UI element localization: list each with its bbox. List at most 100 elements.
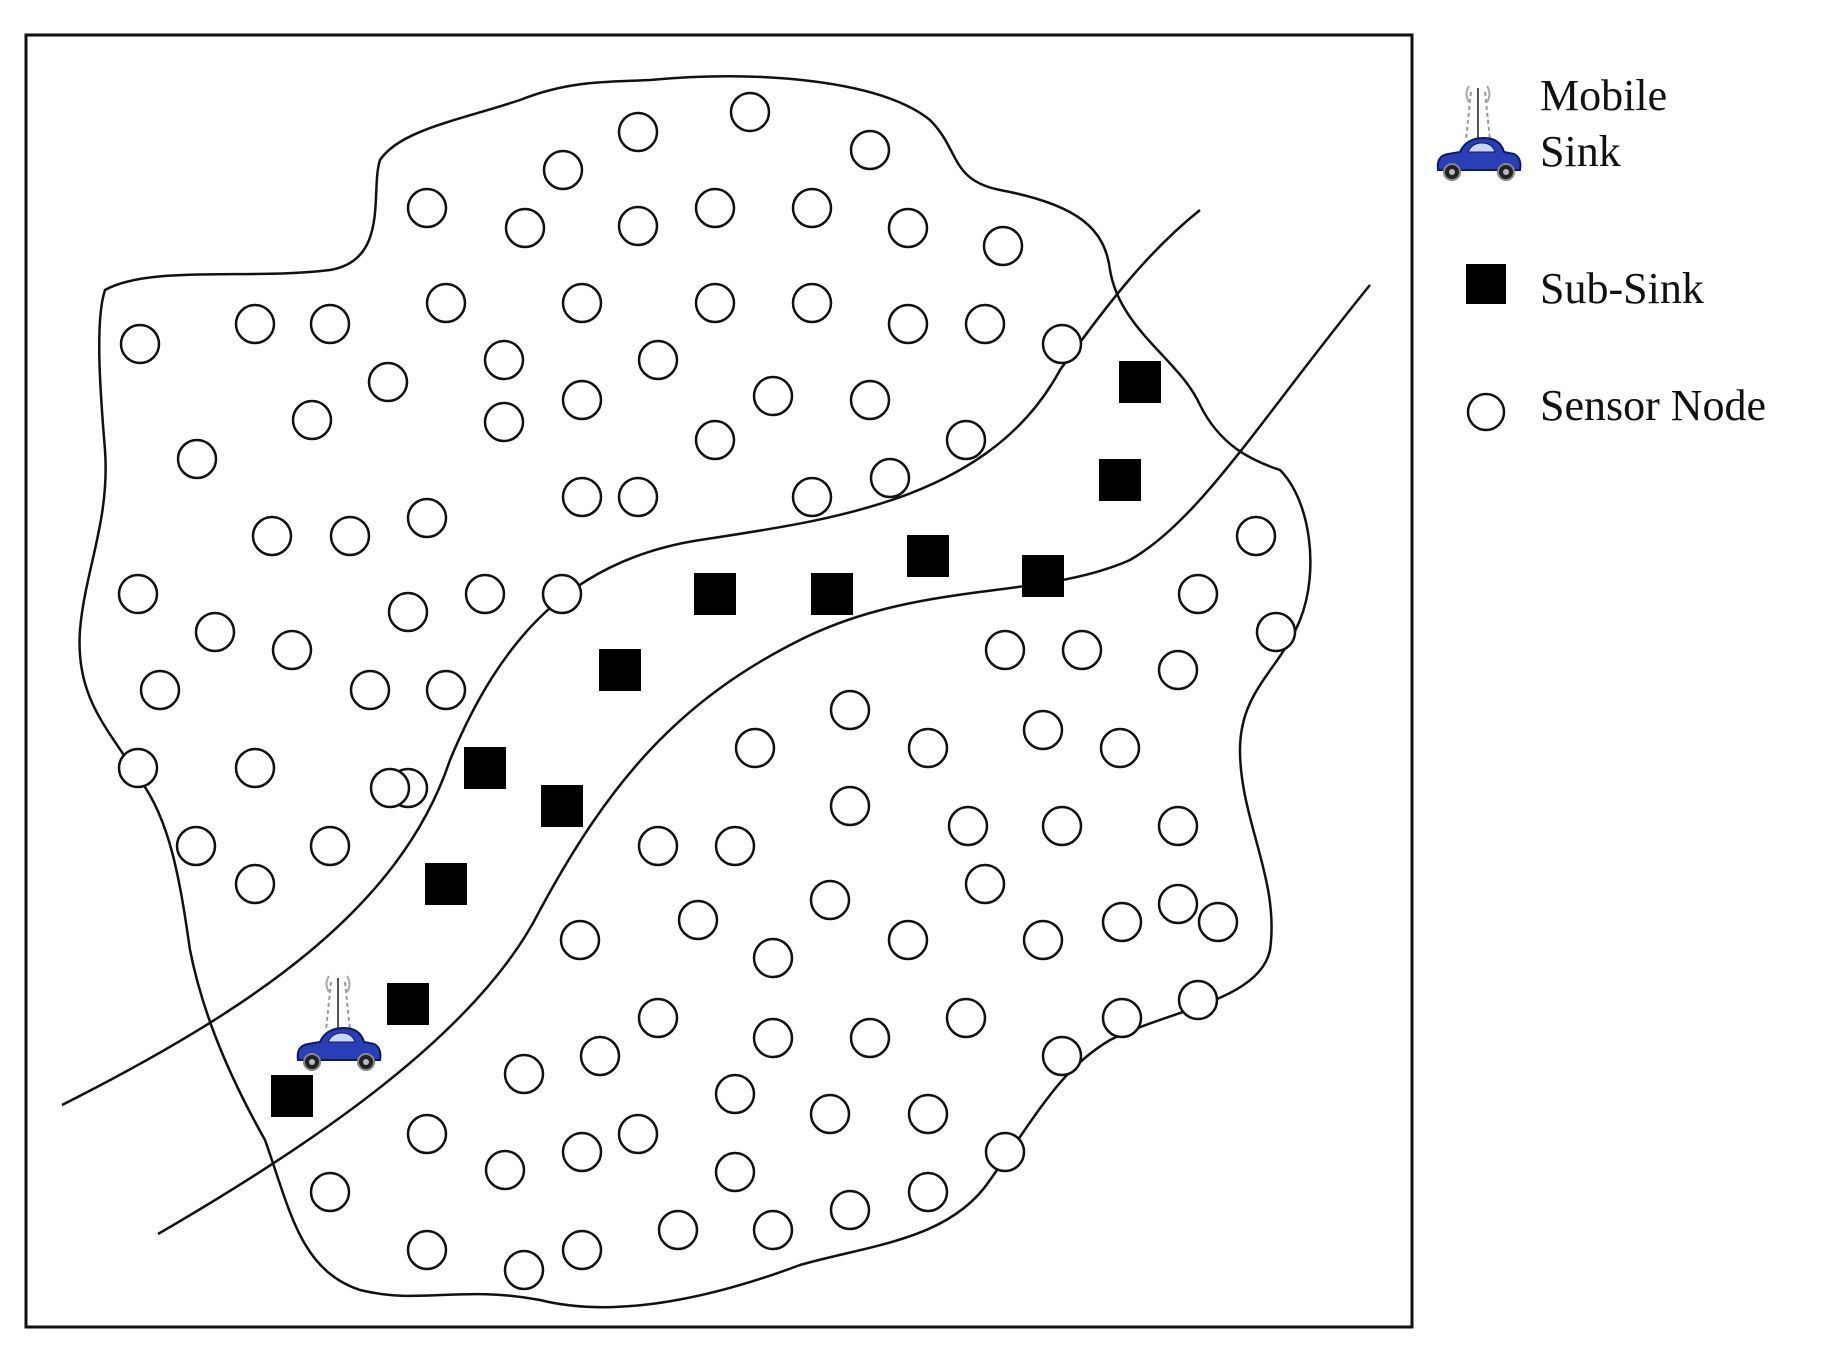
sensor-node bbox=[869, 457, 911, 499]
sensor-node bbox=[309, 1171, 351, 1213]
sub-sink bbox=[1022, 555, 1064, 597]
sensor-node bbox=[849, 379, 891, 421]
sensor-node bbox=[349, 669, 391, 711]
sub-sink bbox=[694, 573, 736, 615]
sensor-node bbox=[1177, 979, 1219, 1021]
sensor-node bbox=[1041, 1035, 1083, 1077]
sensor-node bbox=[752, 1017, 794, 1059]
sensor-node bbox=[309, 825, 351, 867]
sub-sink bbox=[271, 1075, 313, 1117]
sensor-node bbox=[1099, 727, 1141, 769]
sensor-node bbox=[907, 727, 949, 769]
sensor-node bbox=[251, 515, 293, 557]
sensor-node bbox=[791, 187, 833, 229]
sensor-node bbox=[1061, 629, 1103, 671]
legend-sensor-node-symbol bbox=[1466, 392, 1506, 432]
sensor-node bbox=[734, 727, 776, 769]
sensor-node bbox=[1022, 919, 1064, 961]
sensor-node bbox=[234, 303, 276, 345]
legend-sub-sink-label: Sub-Sink bbox=[1540, 264, 1704, 313]
sensor-node bbox=[541, 573, 583, 615]
sensor-node bbox=[829, 785, 871, 827]
sensor-node bbox=[425, 282, 467, 324]
sensor-node bbox=[369, 767, 411, 809]
sub-sinks bbox=[271, 361, 1161, 1117]
sensor-node bbox=[503, 1053, 545, 1095]
sensor-node bbox=[406, 1229, 448, 1271]
legend-mobile-sink-symbol bbox=[1436, 85, 1522, 181]
sensor-node bbox=[1101, 901, 1143, 943]
sensor-node bbox=[309, 303, 351, 345]
sensor-node bbox=[791, 476, 833, 518]
sensor-node bbox=[729, 91, 771, 133]
sensor-node bbox=[483, 401, 525, 443]
sensor-node bbox=[637, 997, 679, 1039]
sub-sink bbox=[464, 747, 506, 789]
sensor-node bbox=[175, 825, 217, 867]
sensor-node bbox=[984, 1131, 1026, 1173]
sensor-node bbox=[945, 997, 987, 1039]
mobile-sink bbox=[296, 975, 382, 1071]
sensor-node bbox=[887, 303, 929, 345]
sensor-node bbox=[271, 629, 313, 671]
sensor-node bbox=[617, 111, 659, 153]
sub-sink bbox=[425, 863, 467, 905]
sensor-node bbox=[849, 1017, 891, 1059]
sensor-node bbox=[1177, 573, 1219, 615]
sub-sink bbox=[541, 785, 583, 827]
sensor-node bbox=[561, 1131, 603, 1173]
sensor-node bbox=[561, 379, 603, 421]
sensor-node bbox=[367, 361, 409, 403]
sensor-node bbox=[119, 323, 161, 365]
sensor-node bbox=[617, 476, 659, 518]
sensor-node bbox=[117, 747, 159, 789]
sensor-node bbox=[809, 1093, 851, 1135]
sensor-node bbox=[425, 669, 467, 711]
sensor-node bbox=[483, 339, 525, 381]
car-icon bbox=[1436, 85, 1522, 181]
sensor-node bbox=[677, 899, 719, 941]
sensor-node bbox=[176, 438, 218, 480]
sensor-node bbox=[752, 375, 794, 417]
sub-sink bbox=[387, 983, 429, 1025]
sub-sink bbox=[1119, 361, 1161, 403]
sensor-node bbox=[945, 419, 987, 461]
diagram-frame bbox=[24, 33, 1414, 1329]
sensor-node bbox=[694, 419, 736, 461]
sensor-node bbox=[714, 1151, 756, 1193]
sensor-node bbox=[657, 1209, 699, 1251]
car-icon bbox=[296, 975, 382, 1071]
sensor-node bbox=[984, 629, 1026, 671]
sensor-node bbox=[406, 1113, 448, 1155]
sensor-node bbox=[617, 1113, 659, 1155]
sensor-node bbox=[1022, 709, 1064, 751]
sensor-node bbox=[637, 825, 679, 867]
sensor-node bbox=[829, 1189, 871, 1231]
sub-sink bbox=[811, 573, 853, 615]
sensor-node bbox=[947, 805, 989, 847]
sensor-node bbox=[809, 879, 851, 921]
sensor-node bbox=[964, 863, 1006, 905]
sensor-node bbox=[982, 225, 1024, 267]
sensor-node bbox=[907, 1171, 949, 1213]
sensor-node bbox=[561, 282, 603, 324]
sensor-node bbox=[1157, 805, 1199, 847]
sensor-node bbox=[542, 149, 584, 191]
sensor-node bbox=[694, 187, 736, 229]
sensor-node bbox=[387, 591, 429, 633]
sensor-node bbox=[752, 937, 794, 979]
sensor-node bbox=[694, 282, 736, 324]
sensor-nodes bbox=[117, 91, 1297, 1291]
sensor-node bbox=[234, 863, 276, 905]
sensor-node bbox=[579, 1035, 621, 1077]
legend-mobile-sink-label-2: Sink bbox=[1540, 127, 1621, 176]
legend-sub-sink-symbol bbox=[1466, 264, 1506, 304]
sensor-node bbox=[1157, 649, 1199, 691]
legend: Mobile Sink Sub-Sink Sensor Node bbox=[1436, 71, 1766, 432]
sub-sink bbox=[599, 649, 641, 691]
sub-sink bbox=[907, 535, 949, 577]
sensor-node bbox=[1255, 611, 1297, 653]
sensor-node bbox=[1101, 997, 1143, 1039]
sensor-node bbox=[714, 825, 756, 867]
sensor-node bbox=[849, 129, 891, 171]
